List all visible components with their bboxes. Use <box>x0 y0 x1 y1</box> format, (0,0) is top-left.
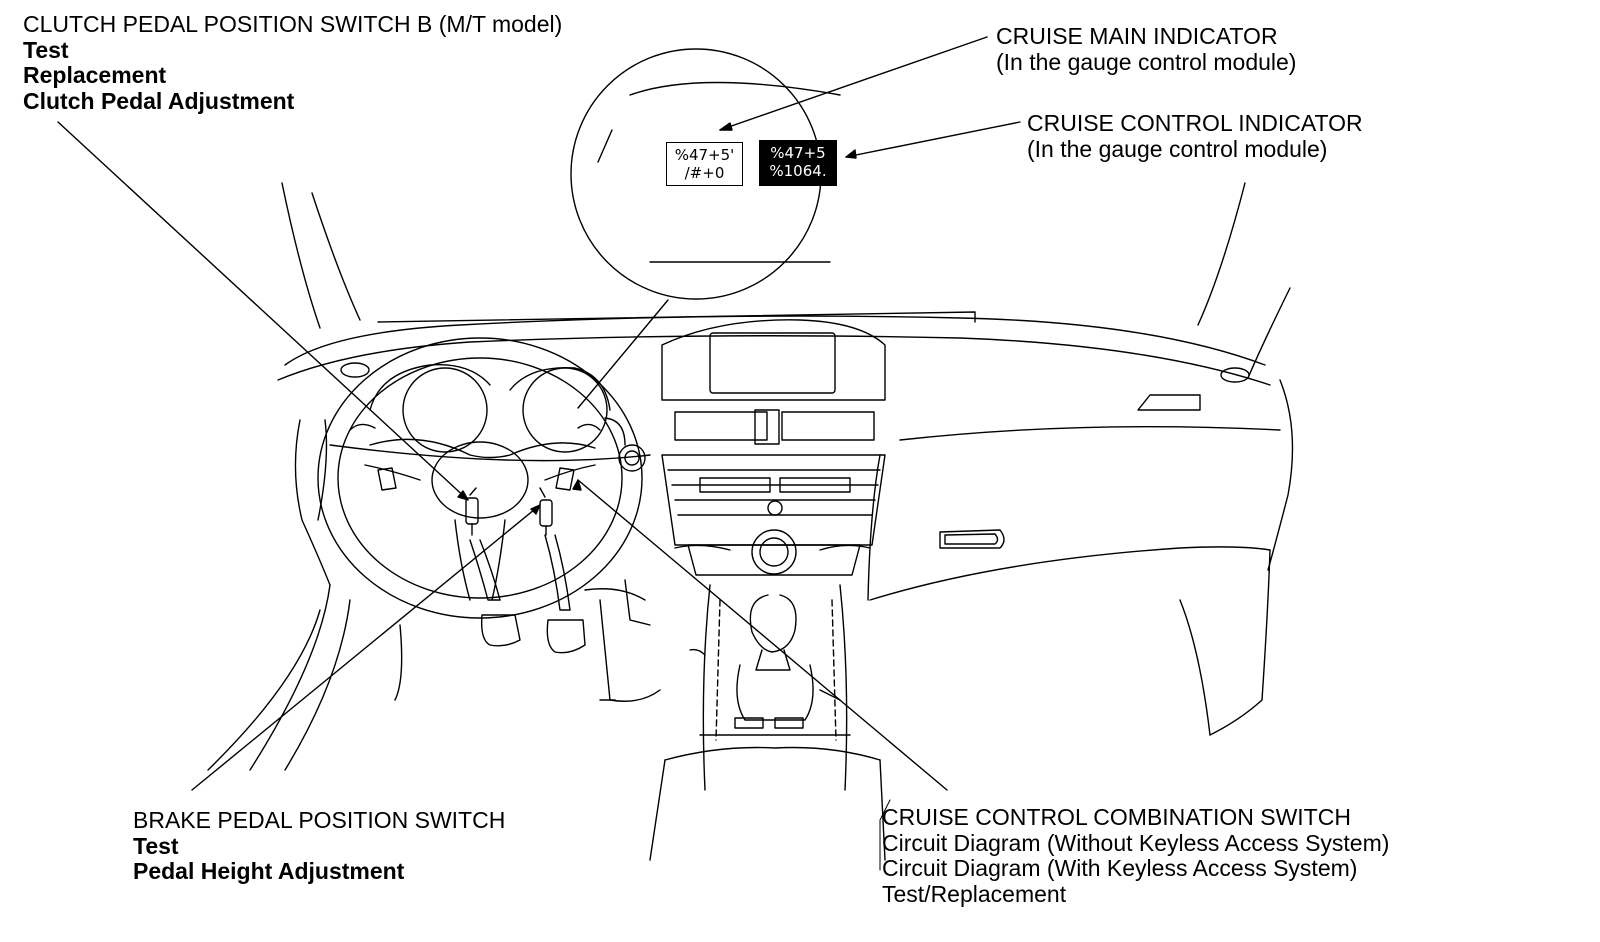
dashboard-outline <box>277 311 1294 701</box>
leader-lines <box>57 36 1021 871</box>
clutch-switch-label: CLUTCH PEDAL POSITION SWITCH B (M/T mode… <box>23 11 563 114</box>
cruise-control-icon-line2: %1064. <box>769 162 827 180</box>
clutch-switch-title: CLUTCH PEDAL POSITION SWITCH B (M/T mode… <box>23 11 563 37</box>
cruise-main-subtitle: (In the gauge control module) <box>996 48 1297 75</box>
brake-switch-label: BRAKE PEDAL POSITION SWITCH Test Pedal H… <box>133 807 506 885</box>
a-pillars <box>281 182 1291 379</box>
center-console <box>624 319 886 861</box>
cruise-main-title: CRUISE MAIN INDICATOR <box>996 23 1278 49</box>
cruise-control-indicator-label: CRUISE CONTROL INDICATOR (In the gauge c… <box>1027 110 1363 162</box>
cruise-combination-switch-label: CRUISE CONTROL COMBINATION SWITCH Circui… <box>882 804 1390 907</box>
brake-link-height[interactable]: Pedal Height Adjustment <box>133 858 405 884</box>
cruise-main-icon-line1: %47+5' <box>674 146 735 164</box>
combination-link-circuit-with[interactable]: Circuit Diagram (With Keyless Access Sys… <box>882 855 1358 881</box>
cruise-control-title: CRUISE CONTROL INDICATOR <box>1027 110 1363 136</box>
clutch-link-replacement[interactable]: Replacement <box>23 62 167 88</box>
cruise-main-indicator-label: CRUISE MAIN INDICATOR (In the gauge cont… <box>996 23 1297 75</box>
cruise-main-icon-line2: /#+0 <box>684 164 725 182</box>
steering-wheel <box>317 337 643 619</box>
instrument-cluster <box>369 363 646 472</box>
brake-link-test[interactable]: Test <box>133 832 179 859</box>
pedals <box>465 487 586 654</box>
brake-switch-title: BRAKE PEDAL POSITION SWITCH <box>133 807 506 833</box>
clutch-link-test[interactable]: Test <box>23 36 69 63</box>
cruise-control-subtitle: (In the gauge control module) <box>1027 135 1328 162</box>
clutch-link-adjustment[interactable]: Clutch Pedal Adjustment <box>23 87 295 114</box>
floor-lines <box>207 584 1263 771</box>
combination-switch-title: CRUISE CONTROL COMBINATION SWITCH <box>882 804 1351 830</box>
cruise-control-icon-line1: %47+5 <box>770 144 826 162</box>
cruise-main-indicator-icon: %47+5' /#+0 <box>666 142 743 186</box>
cruise-control-indicator-icon: %47+5 %1064. <box>759 140 837 186</box>
combination-link-circuit-without[interactable]: Circuit Diagram (Without Keyless Access … <box>882 829 1390 856</box>
combination-link-test-replacement[interactable]: Test/Replacement <box>882 880 1067 907</box>
